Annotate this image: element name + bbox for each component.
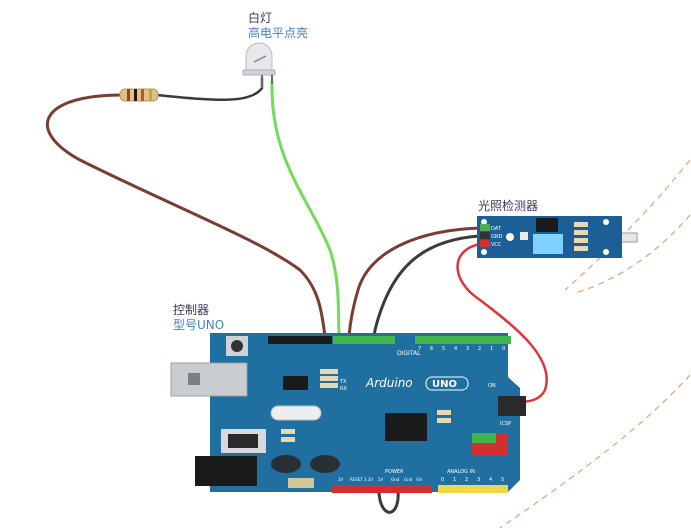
arduino-on-label: ON xyxy=(488,383,496,389)
arduino-power-pin-labels: 3V RESET 3.3V 5V Gnd Gnd Vin xyxy=(338,477,423,482)
analog-pin-label-3: 3 xyxy=(477,477,480,483)
digital-pin-label-7: 7 xyxy=(418,346,421,352)
header-digital-low xyxy=(415,336,511,344)
digital-pin-label-1: 1 xyxy=(490,346,493,352)
arduino-power-label: POWER xyxy=(385,469,404,475)
analog-pin-label-0: 0 xyxy=(441,477,444,483)
digital-pin-label-0: 0 xyxy=(502,346,505,352)
crystal xyxy=(270,405,322,421)
controller-subtitle: 型号UNO xyxy=(173,318,225,332)
digital-pin-label-6: 6 xyxy=(430,346,433,352)
photoresistor xyxy=(622,232,638,243)
sensor-potentiometer xyxy=(533,234,563,254)
arduino-model: UNO xyxy=(432,379,457,390)
wire-brown-resistor xyxy=(46,93,327,338)
power-pin-label-6: Vin xyxy=(416,477,423,482)
arduino-digital-pin-labels: 7 6 5 4 3 2 1 0 xyxy=(418,346,505,352)
analog-pin-label-1: 1 xyxy=(453,477,456,483)
sensor-pin-dat: DAT xyxy=(491,226,502,232)
controller-label: 控制器 型号UNO xyxy=(173,303,224,333)
resistor-body xyxy=(119,88,159,102)
arduino-brand: Arduino xyxy=(365,376,413,390)
digital-pin-label-3: 3 xyxy=(466,346,469,352)
arduino-tx-label: TX xyxy=(339,379,347,385)
arduino-rx-label: RX xyxy=(340,386,347,392)
led-rim xyxy=(242,69,276,76)
sensor-pin-vcc: VCC xyxy=(491,242,502,248)
capacitor-1 xyxy=(271,455,301,473)
power-pin-label-5: Gnd xyxy=(404,477,413,482)
sensor-pin-vcc-connector xyxy=(480,240,490,247)
power-pin-label-2: 3.3V xyxy=(364,477,373,482)
light-ray-2 xyxy=(574,214,691,294)
header-digital-mid xyxy=(333,336,395,344)
wire-red-vcc xyxy=(456,242,548,404)
arduino-board: Arduino UNO ON DIGITAL POWER ANALOG IN I… xyxy=(170,333,526,493)
light-ray-3 xyxy=(499,374,691,528)
led-bulb xyxy=(245,42,273,73)
power-pin-label-3: 5V xyxy=(378,477,384,482)
arduino-digital-label: DIGITAL xyxy=(397,350,421,357)
wire-led-resistor xyxy=(154,76,264,102)
led-label: 白灯 高电平点亮 xyxy=(248,11,308,41)
analog-pin-label-2: 2 xyxy=(465,477,468,483)
digital-pin-label-5: 5 xyxy=(442,346,445,352)
led-title: 白灯 xyxy=(248,11,273,25)
sensor-title: 光照检测器 xyxy=(478,198,538,213)
sensor-chip xyxy=(536,218,558,232)
led-component xyxy=(242,42,276,88)
usb-port xyxy=(170,362,248,397)
controller-title: 控制器 xyxy=(173,303,210,317)
sensor-pin-dat-connector xyxy=(480,224,490,231)
digital-pin-label-4: 4 xyxy=(454,346,457,352)
arduino-analog-pin-labels: 0 1 2 3 4 5 xyxy=(441,477,504,483)
led-anvil xyxy=(253,55,267,63)
wire-green-signal xyxy=(270,80,341,338)
power-jack xyxy=(195,456,257,486)
arduino-icsp-label: ICSP xyxy=(500,421,511,427)
power-pin-label-0: 3V xyxy=(338,477,344,482)
light-rays xyxy=(499,159,691,528)
wire-brown-dat xyxy=(347,226,482,338)
header-digital-high xyxy=(268,336,332,344)
sensor-smd-parts xyxy=(574,222,588,251)
power-pin-label-1: RESET xyxy=(350,477,363,482)
arduino-analog-label: ANALOG IN xyxy=(447,469,475,475)
header-power xyxy=(332,485,432,493)
analog-pin-label-4: 4 xyxy=(489,477,492,483)
arduino-pcb xyxy=(210,333,520,492)
led-subtitle: 高电平点亮 xyxy=(248,26,309,40)
sensor-pin-gnd-connector xyxy=(480,232,490,239)
analog-pin-label-5: 5 xyxy=(501,477,504,483)
microcontroller xyxy=(385,413,427,441)
light-sensor: 光照检测器 DAT GND VCC xyxy=(477,198,638,258)
icsp-header xyxy=(498,396,526,416)
light-ray-1 xyxy=(564,159,691,291)
power-pin-label-4: Gnd xyxy=(391,477,400,482)
sensor-pin-gnd: GND xyxy=(491,234,503,240)
header-analog xyxy=(438,485,508,493)
resistor xyxy=(119,88,159,102)
digital-pin-label-2: 2 xyxy=(478,346,481,352)
sensor-led xyxy=(506,233,514,241)
capacitor-2 xyxy=(310,455,340,473)
